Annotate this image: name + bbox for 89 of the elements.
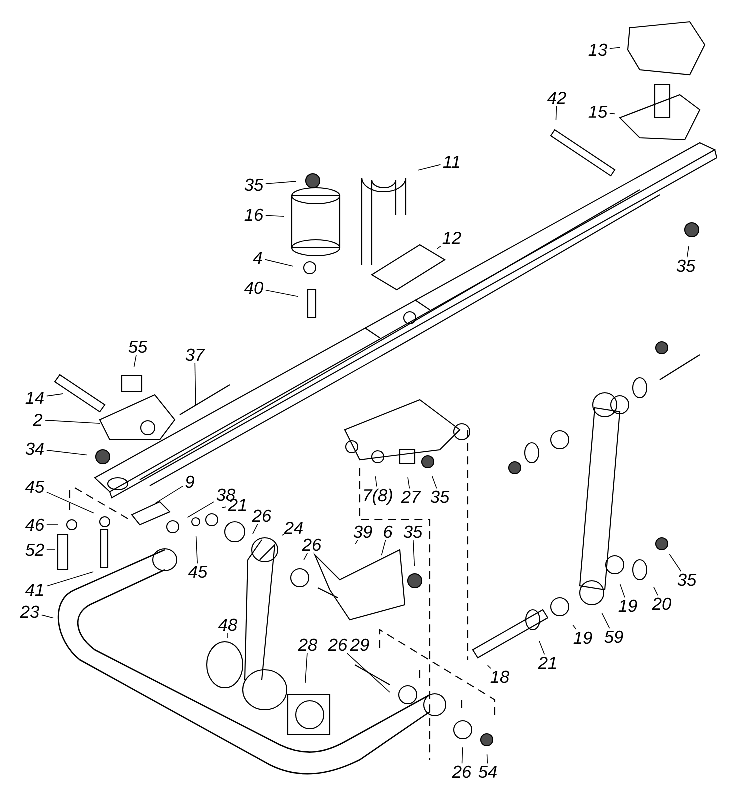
callout-number: 11: [443, 156, 460, 168]
callout-number: 42: [547, 92, 566, 104]
leader-line: [266, 181, 297, 184]
leader-line: [282, 533, 286, 536]
callout-number: 19: [574, 632, 592, 644]
callout-number: 2: [33, 414, 43, 426]
callout-number: 7(8): [364, 488, 392, 506]
callout-number: 29: [350, 638, 370, 652]
leader-line: [187, 502, 214, 518]
callout-number: 26: [328, 638, 348, 652]
callout-number: 38: [216, 488, 236, 502]
leader-line: [418, 164, 442, 171]
callout-number: 39: [354, 526, 372, 538]
leader-line: [432, 476, 438, 489]
callout-number: 28: [298, 638, 318, 652]
leader-line: [222, 506, 226, 508]
callout-number: 13: [588, 44, 608, 56]
leader-line: [155, 486, 184, 504]
leader-line: [556, 106, 558, 121]
leader-line: [620, 584, 626, 598]
leader-line: [346, 653, 390, 693]
callout-number: 55: [128, 340, 148, 354]
callout-number: 26: [452, 766, 472, 778]
leader-line: [487, 665, 492, 669]
callout-number: 48: [218, 618, 238, 632]
callout-number: 35: [676, 260, 696, 272]
callout-number: 40: [244, 282, 264, 294]
leader-line: [462, 747, 464, 764]
callout-number: 16: [244, 208, 264, 222]
leader-line: [572, 624, 577, 630]
leader-line: [355, 540, 358, 545]
callout-number: 35: [404, 526, 423, 538]
leader-line: [42, 614, 54, 619]
leader-line: [539, 640, 546, 656]
leader-line: [264, 259, 294, 267]
callout-number: 41: [25, 584, 44, 596]
callout-number: 45: [188, 566, 208, 578]
callout-number: 45: [25, 480, 45, 494]
leader-line: [610, 113, 616, 115]
callout-number: 20: [652, 598, 672, 610]
callout-number: 4: [253, 252, 262, 264]
leader-line: [252, 524, 258, 534]
leader-line: [134, 354, 137, 368]
leader-line: [486, 754, 488, 764]
leader-line: [653, 586, 658, 596]
leader-line: [46, 394, 64, 397]
callout-number: 12: [442, 232, 462, 244]
callout-number: 21: [538, 656, 556, 670]
callout-number: 24: [284, 522, 303, 534]
callout-number: 59: [604, 630, 624, 644]
leader-line: [194, 363, 196, 406]
leader-line: [304, 553, 308, 560]
leader-line: [196, 536, 198, 564]
leader-line: [408, 477, 410, 490]
leader-line: [46, 492, 94, 514]
leader-line: [610, 47, 621, 50]
leader-line: [381, 540, 386, 556]
leader-line: [413, 540, 416, 567]
callout-number: 35: [244, 178, 264, 192]
leader-line: [46, 572, 94, 587]
callout-number: 46: [25, 518, 45, 532]
leader-line: [266, 290, 299, 298]
callout-number: 23: [20, 606, 40, 618]
leader-line: [602, 612, 610, 629]
callout-number: 6: [384, 526, 393, 538]
leader-line: [46, 450, 88, 456]
callout-number: 52: [26, 544, 44, 556]
callout-number: 37: [186, 348, 206, 362]
callout-number: 21: [228, 498, 246, 512]
callout-number: 19: [618, 600, 638, 612]
callout-number: 9: [186, 476, 194, 488]
callout-number: 27: [401, 490, 422, 504]
leader-line: [436, 246, 442, 250]
callout-number: 14: [26, 392, 44, 404]
callout-number: 35: [430, 490, 450, 504]
callout-number: 35: [678, 574, 697, 586]
leader-line: [686, 246, 690, 258]
leader-line: [266, 215, 285, 218]
callout-number: 34: [26, 442, 44, 456]
callout-number: 26: [302, 538, 322, 552]
leader-line: [375, 476, 378, 488]
leader-line: [305, 653, 308, 684]
leader-line: [46, 524, 59, 526]
leader-line: [669, 554, 682, 572]
callout-number: 26: [252, 510, 272, 522]
callout-number: 15: [588, 106, 608, 118]
callout-number: 18: [490, 670, 510, 684]
callout-number: 54: [478, 766, 497, 778]
leader-line: [44, 420, 101, 424]
